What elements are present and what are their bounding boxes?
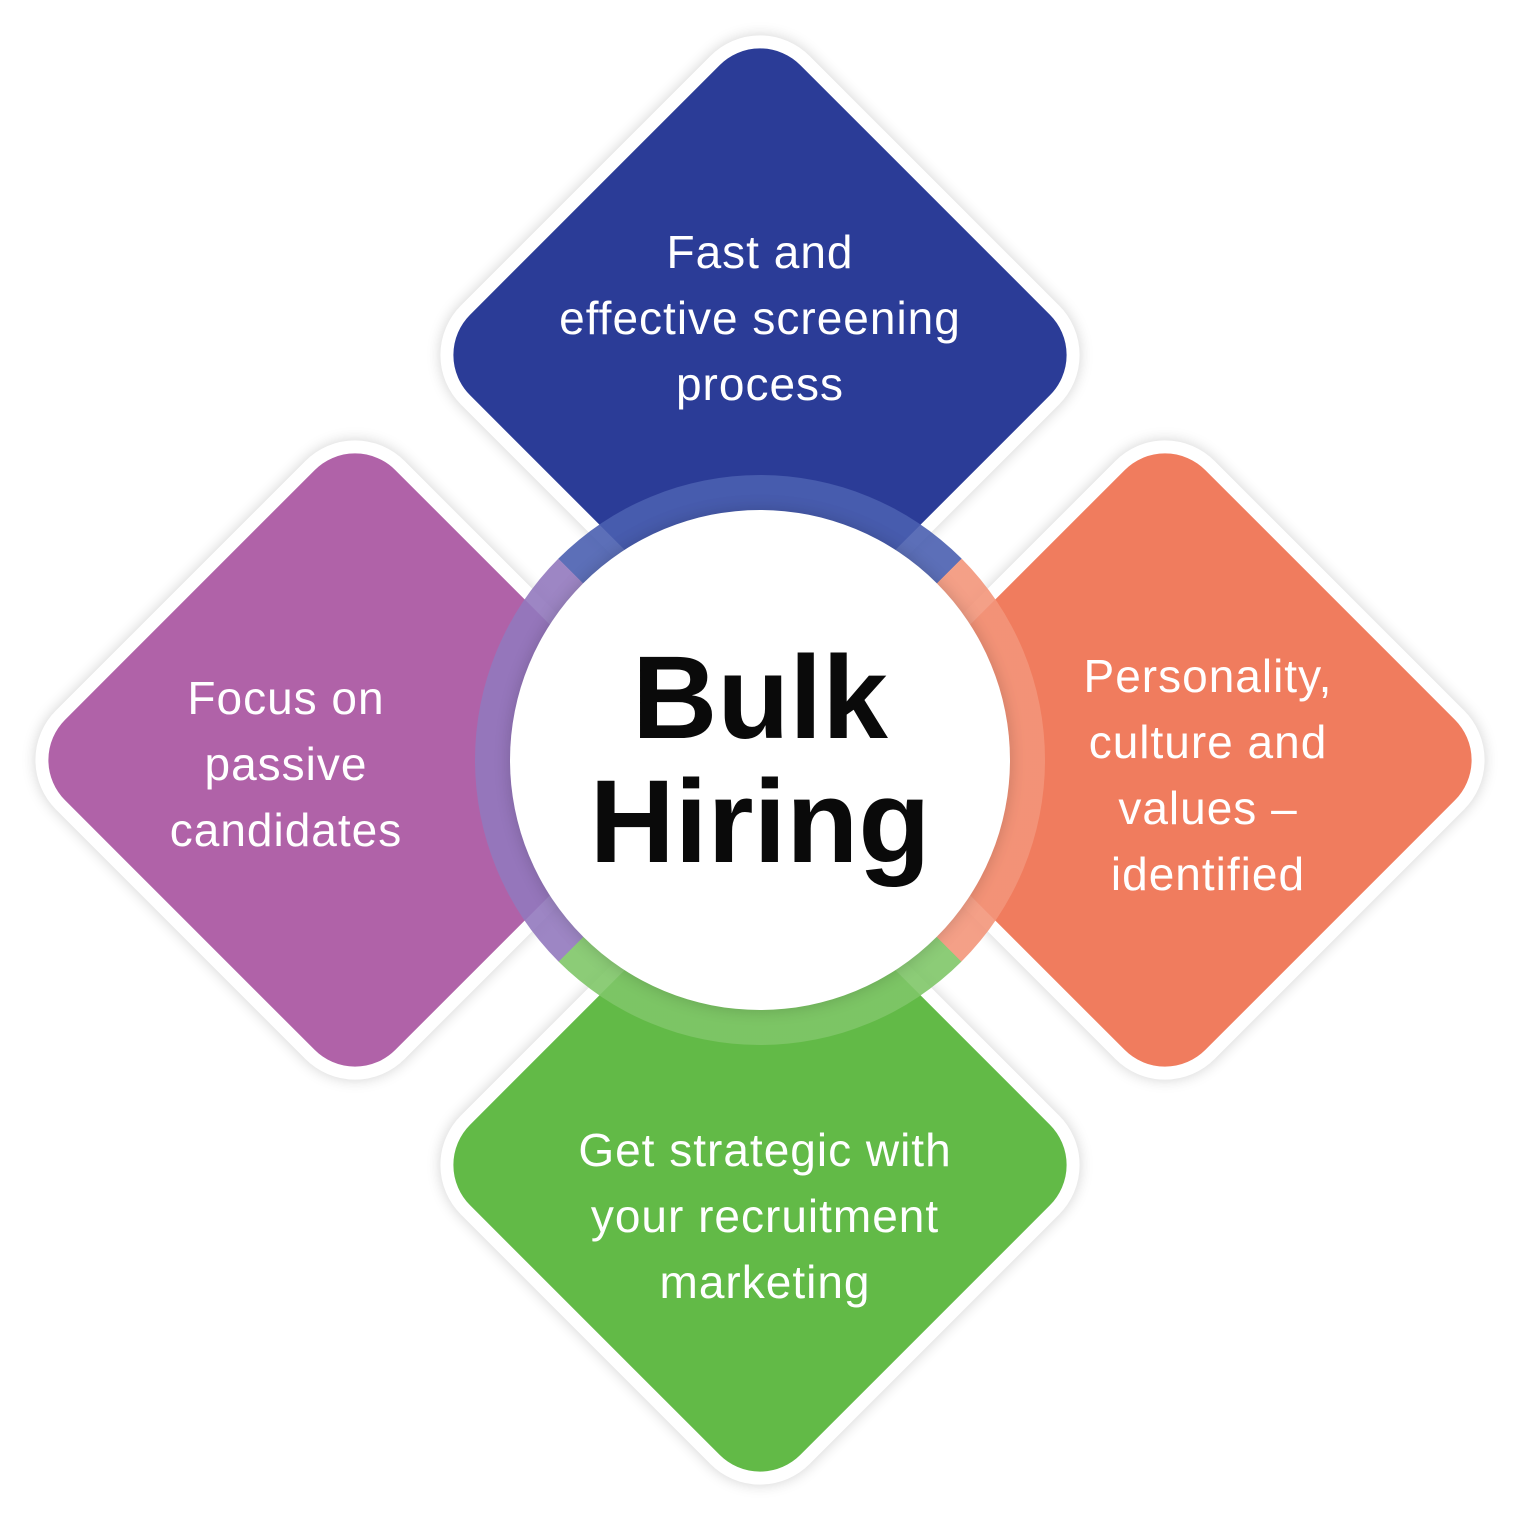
label-screening: Fast and effective screening process (559, 226, 961, 410)
label-passive-candidates: Focus on passive candidates (169, 672, 403, 856)
label-recruitment-marketing: Get strategic with your recruitment mark… (578, 1124, 952, 1308)
center-circle: Bulk Hiring (510, 510, 1010, 1010)
label-personality: Personality, culture and values – identi… (1083, 650, 1333, 900)
center-title: Bulk Hiring (589, 632, 931, 888)
